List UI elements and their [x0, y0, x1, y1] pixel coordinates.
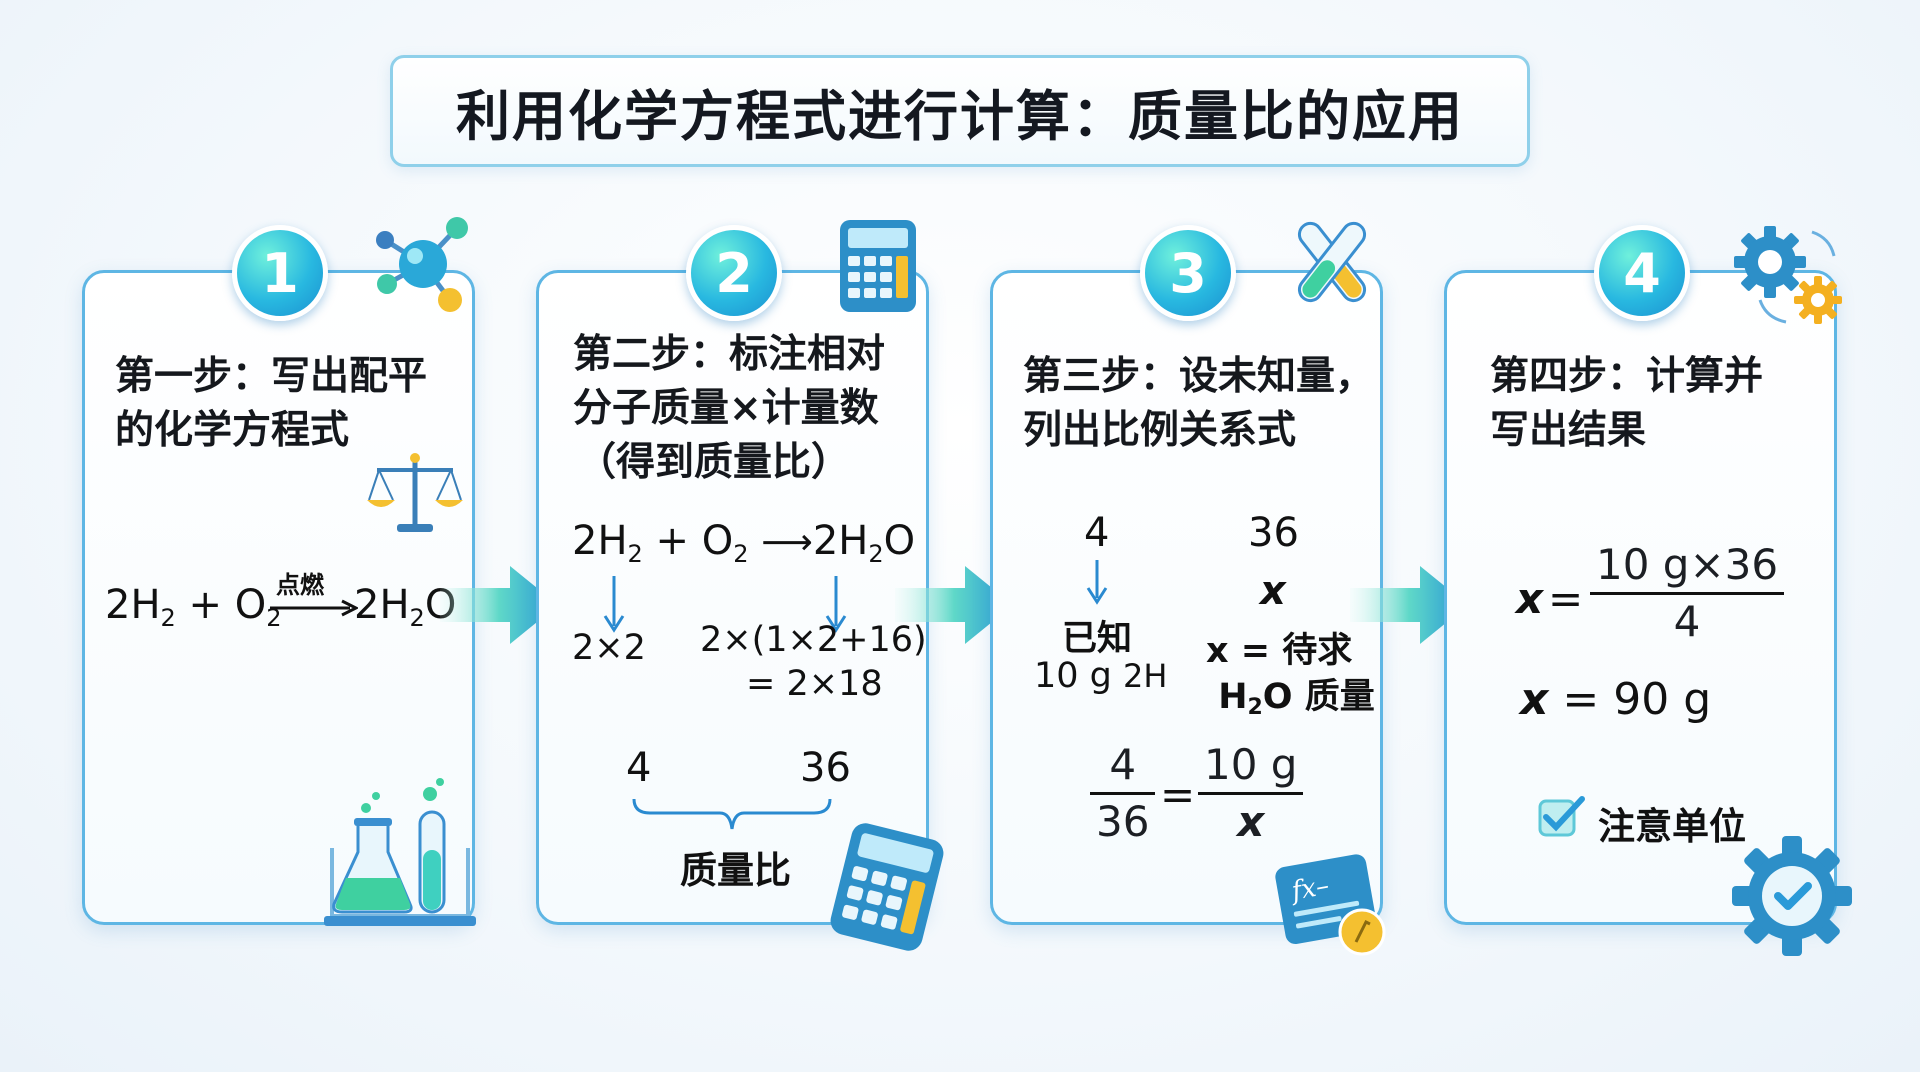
step-2-title-line-2: 分子质量×计量数: [573, 386, 879, 431]
gear-check-icon: [1732, 836, 1852, 956]
step-2-right-value: 36: [800, 745, 851, 791]
eq2-h2-sub: 2: [627, 540, 643, 568]
eq1-o2-sub: 2: [266, 604, 282, 632]
eq1-h2: 2H: [105, 582, 161, 628]
eq2-o2-sub: 2: [733, 540, 749, 568]
step-3-water-formula: H2O: [1218, 677, 1293, 720]
mass-ratio-brace: [632, 798, 832, 830]
flow-arrow-3: [1350, 566, 1468, 644]
step-3-water-mass: 质量: [1304, 677, 1375, 717]
step-3-water-sub: 2: [1247, 695, 1263, 720]
step-2-right-calc-1: 2×(1×2+16): [700, 620, 927, 660]
step-3-title-line-2: 列出比例关系式: [1023, 408, 1297, 453]
formula-card-icon: fx–: [1275, 854, 1386, 956]
step-2-title-line-3: （得到质量比）: [577, 440, 851, 485]
reaction-condition: 点燃: [276, 571, 324, 599]
gears-icon: [1734, 226, 1842, 324]
eq1-product-sub: 2: [409, 604, 425, 632]
step-4-equals: =: [1548, 574, 1584, 623]
step-4-badge: 4: [1594, 225, 1690, 321]
step-3-down-arrow: [1086, 560, 1108, 605]
step-4-result-value: = 90 g: [1562, 674, 1712, 725]
step-4-lhs: x: [1516, 574, 1544, 623]
step-1-card: [82, 270, 475, 925]
eq2-h2: 2H: [572, 518, 628, 564]
eq1-o2: O: [234, 582, 267, 628]
step-4-title: 第四步：计算并 写出结果: [1490, 350, 1763, 458]
step-1-title-line-2: 的化学方程式: [115, 408, 350, 453]
step-2-left-value: 4: [626, 745, 652, 791]
eq1-product-h: 2H: [354, 582, 410, 628]
step-3-badge: 3: [1140, 225, 1236, 321]
step-4-frac-num: 10 g×36: [1596, 540, 1779, 589]
step-3-title-line-1: 第三步：设未知量，: [1023, 354, 1375, 399]
step-3-equals: =: [1160, 770, 1196, 819]
step-3-title: 第三步：设未知量， 列出比例关系式: [1023, 350, 1374, 458]
step-2-card: [536, 270, 929, 925]
step-4-result: x = 90 g: [1520, 674, 1711, 725]
flow-arrow-2: [895, 566, 1013, 644]
eq2-product-o: O: [883, 518, 916, 564]
test-tubes-icon: [1297, 221, 1367, 303]
eq2-o2: O: [701, 518, 734, 564]
svg-text:fx–: fx–: [1287, 871, 1331, 907]
step-1-badge: 1: [232, 225, 328, 321]
flow-arrow-1: [440, 566, 558, 644]
eq1-plus: +: [188, 582, 223, 628]
step-2-equation: 2H2 + O2 ⟶2H2O: [572, 518, 915, 568]
step-3-left-fraction: 4 36: [1090, 740, 1156, 847]
step-4-fraction: 10 g×36 4: [1590, 540, 1785, 647]
eq2-product-h: 2H: [812, 518, 869, 564]
step-2-left-calc: 2×2: [572, 628, 646, 668]
step-4-title-line-1: 第四步：计算并: [1490, 354, 1764, 399]
step-4-title-line-2: 写出结果: [1490, 408, 1647, 453]
step-1-equation: 2H2 + O2: [105, 582, 282, 632]
step-2-brace-label: 质量比: [680, 849, 791, 892]
flask-test-tube-icon: [324, 778, 476, 926]
step-2-badge: 2: [686, 225, 782, 321]
step-2-left-down-arrow: [603, 576, 625, 633]
eq2-arrow: ⟶: [761, 522, 813, 563]
step-2-right-down-arrow: [825, 576, 847, 633]
step-3-left-value: 4: [1084, 510, 1110, 556]
step-4-result-var: x: [1520, 674, 1549, 725]
step-1-title-line-1: 第一步：写出配平: [115, 354, 428, 399]
eq2-product-sub: 2: [868, 540, 884, 568]
step-3-frac-left-den: 36: [1096, 797, 1150, 846]
step-3-water-o: O: [1262, 677, 1293, 717]
calculator-large-icon: [830, 823, 944, 951]
step-3-unknown-desc: 2H H2O 质量: [1206, 668, 1375, 720]
reaction-arrow: [270, 599, 358, 617]
eq1-h2-sub: 2: [160, 604, 176, 632]
step-3-frac-right-den: x: [1237, 797, 1265, 846]
step-3-known-value: 10 g 2H: [1034, 656, 1167, 696]
molecule-icon: [376, 217, 468, 312]
calculator-icon: [840, 220, 916, 312]
eq2-plus: +: [655, 518, 690, 564]
step-1-title: 第一步：写出配平 的化学方程式: [115, 350, 427, 458]
step-3-unknown: x: [1260, 568, 1286, 614]
step-3-frac-right-num: 10 g: [1204, 740, 1298, 789]
step-3-right-fraction: 10 g x: [1198, 740, 1304, 847]
title-box: 利用化学方程式进行计算：质量比的应用: [390, 55, 1530, 167]
step-3-known-label: 已知: [1062, 619, 1133, 659]
step-4-note: 注意单位: [1598, 805, 1746, 848]
step-4-card: [1444, 270, 1837, 925]
step-3-known-h: 2H: [1123, 657, 1168, 695]
step-3-known-mass: 10 g: [1034, 656, 1112, 696]
step-4-frac-den: 4: [1673, 597, 1701, 646]
step-2-title: 第二步：标注相对 分子质量×计量数 （得到质量比）: [573, 328, 885, 490]
step-3-unknown-label: x = 待求: [1206, 631, 1353, 671]
balance-scale-icon: [367, 453, 463, 532]
step-3-frac-left-num: 4: [1109, 740, 1137, 789]
step-2-right-calc-2: = 2×18: [746, 664, 883, 704]
step-2-title-line-1: 第二步：标注相对: [573, 332, 886, 377]
step-3-right-value: 36: [1248, 510, 1299, 556]
checkbox-check-icon: [1538, 796, 1585, 837]
page-title: 利用化学方程式进行计算：质量比的应用: [456, 84, 1464, 148]
step-3-card: [990, 270, 1383, 925]
